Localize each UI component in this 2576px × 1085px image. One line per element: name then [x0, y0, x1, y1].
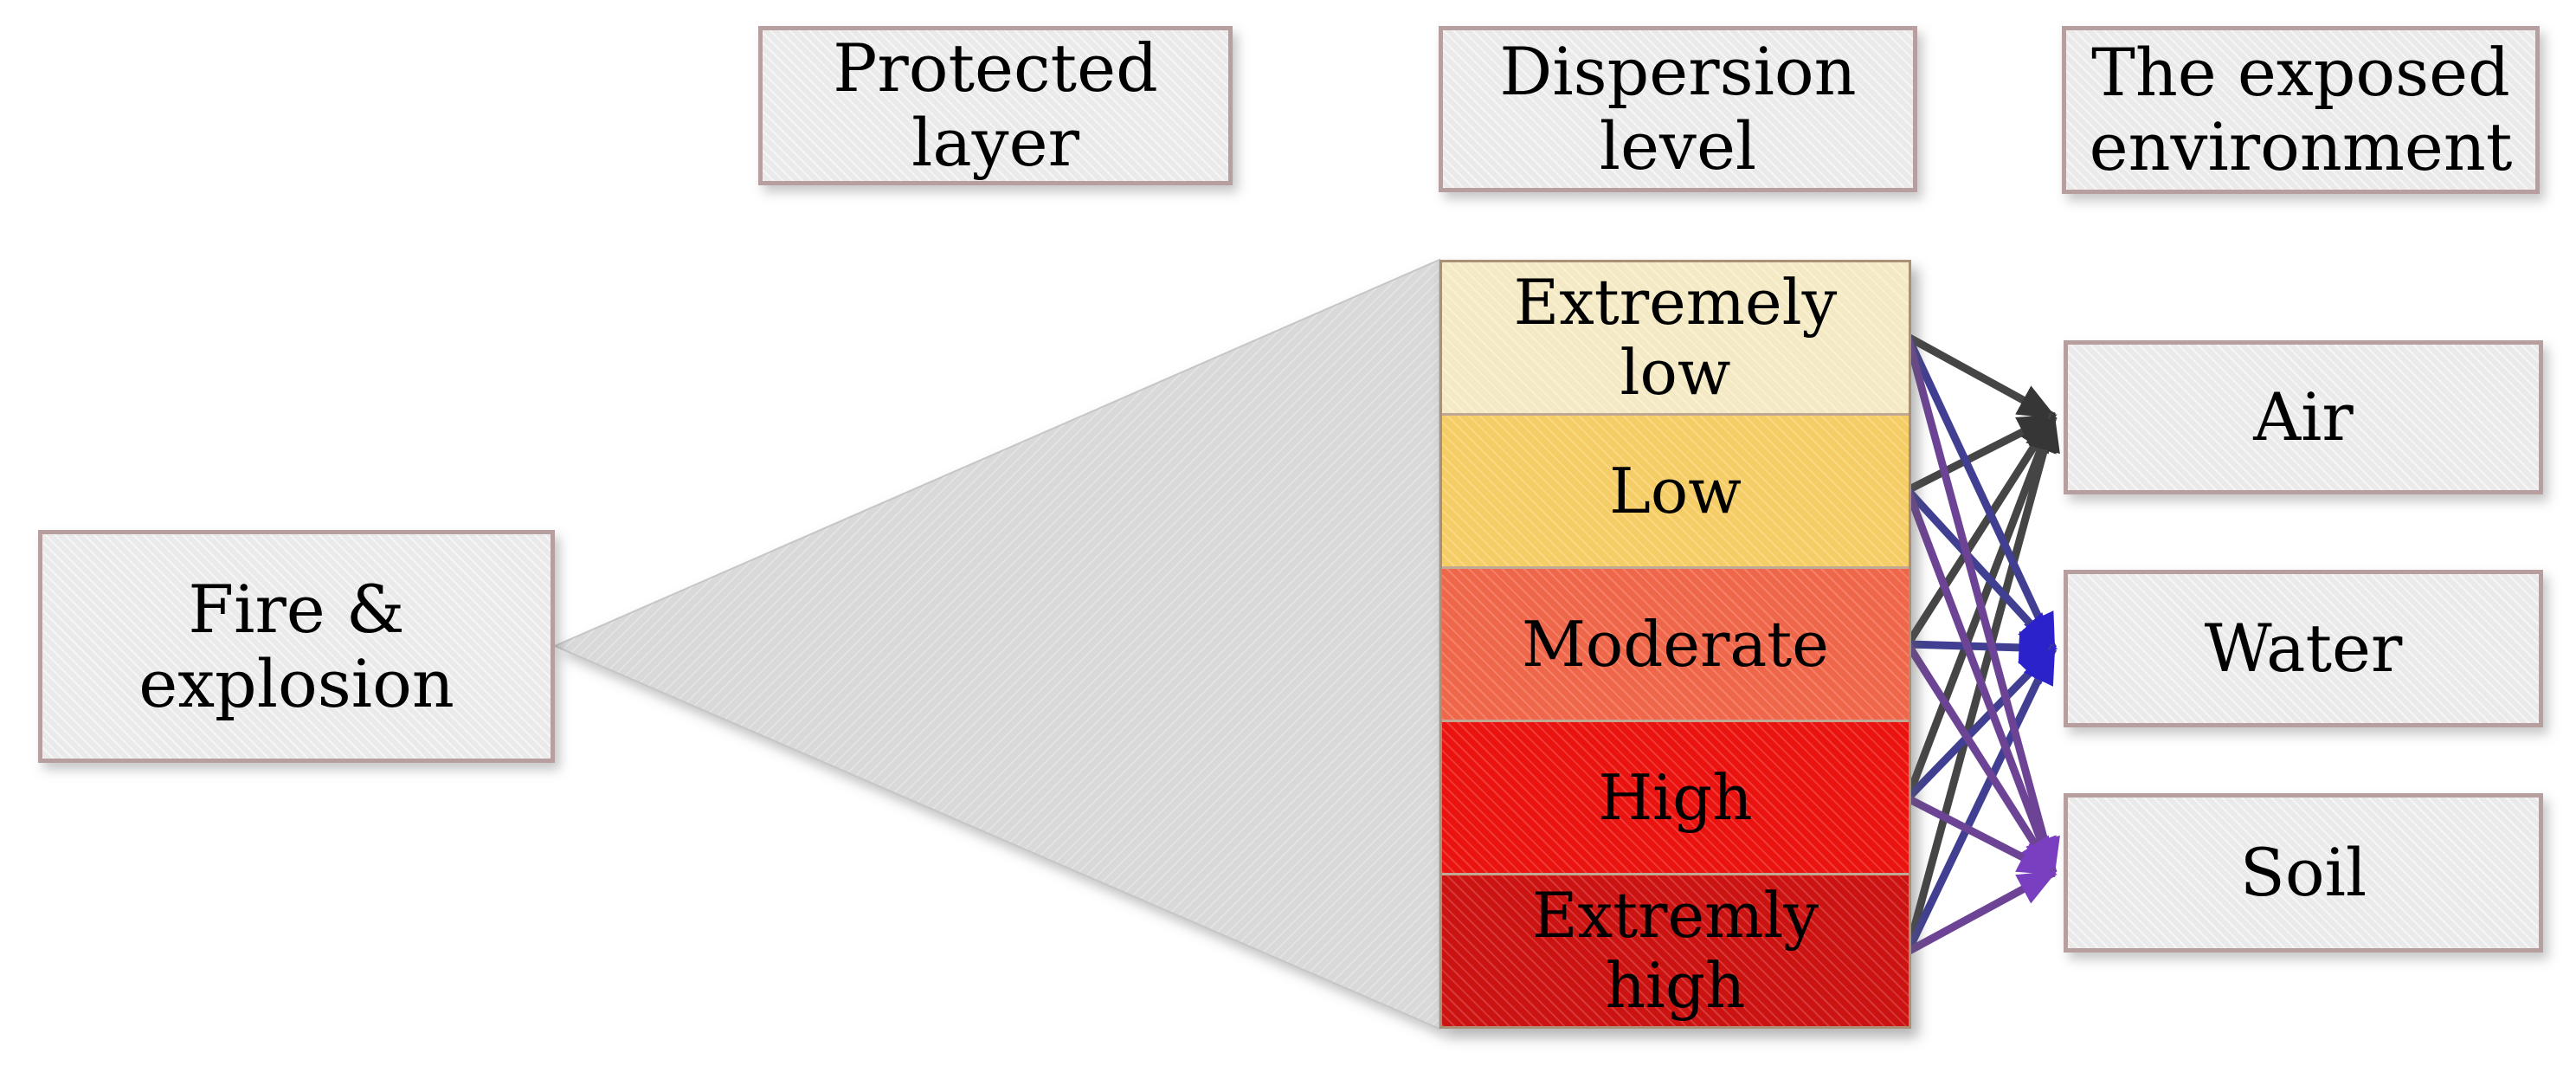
- funnel-triangle-texture: [552, 258, 1440, 1030]
- arrow-level3-to-air: [1904, 412, 2057, 647]
- source-node-fire-explosion: Fire & explosion: [38, 530, 555, 763]
- header-exposed-environment: The exposed environment: [2062, 26, 2540, 194]
- header-exposed-environment-label: The exposed environment: [2089, 34, 2513, 185]
- dispersion-band-extremly-high: Extremly high: [1442, 873, 1909, 1026]
- header-protected-layer-label: Protected layer: [833, 29, 1158, 181]
- dispersion-level-stack: Extremely low Low Moderate High Extremly…: [1439, 260, 1911, 1029]
- dispersion-band-label: Extremly high: [1531, 879, 1819, 1022]
- header-dispersion-level: Dispersion level: [1439, 26, 1917, 192]
- header-dispersion-level-label: Dispersion level: [1499, 33, 1857, 184]
- environment-node-soil: Soil: [2064, 793, 2543, 953]
- dispersion-band-high: High: [1442, 720, 1909, 873]
- arrow-level1-to-water: [1903, 335, 2058, 653]
- dispersion-band-moderate: Moderate: [1442, 566, 1909, 720]
- dispersion-band-extremely-low: Extremely low: [1442, 262, 1909, 413]
- arrow-level3-to-water: [1907, 630, 2058, 664]
- dispersion-band-label: High: [1598, 760, 1753, 834]
- environment-node-air: Air: [2064, 340, 2543, 494]
- arrow-level1-to-air: [1905, 333, 2058, 420]
- dispersion-band-low: Low: [1442, 413, 1909, 566]
- arrow-level4-to-soil: [1905, 794, 2058, 877]
- environment-node-label: Air: [2253, 378, 2354, 456]
- header-protected-layer: Protected layer: [758, 26, 1233, 185]
- arrow-level5-to-soil: [1905, 869, 2058, 955]
- dispersion-band-label: Extremely low: [1513, 266, 1838, 409]
- environment-node-label: Soil: [2239, 834, 2367, 912]
- environment-node-label: Water: [2204, 610, 2403, 688]
- dispersion-band-label: Low: [1609, 454, 1742, 527]
- arrow-level5-to-water: [1903, 644, 2058, 953]
- dispersion-band-label: Moderate: [1522, 607, 1829, 681]
- source-node-label: Fire & explosion: [138, 570, 454, 722]
- arrow-level2-to-soil: [1903, 488, 2058, 878]
- environment-node-water: Water: [2064, 570, 2543, 727]
- arrow-level2-to-water: [1904, 487, 2057, 652]
- arrow-level1-to-soil: [1903, 335, 2060, 878]
- arrow-level3-to-soil: [1904, 642, 2057, 877]
